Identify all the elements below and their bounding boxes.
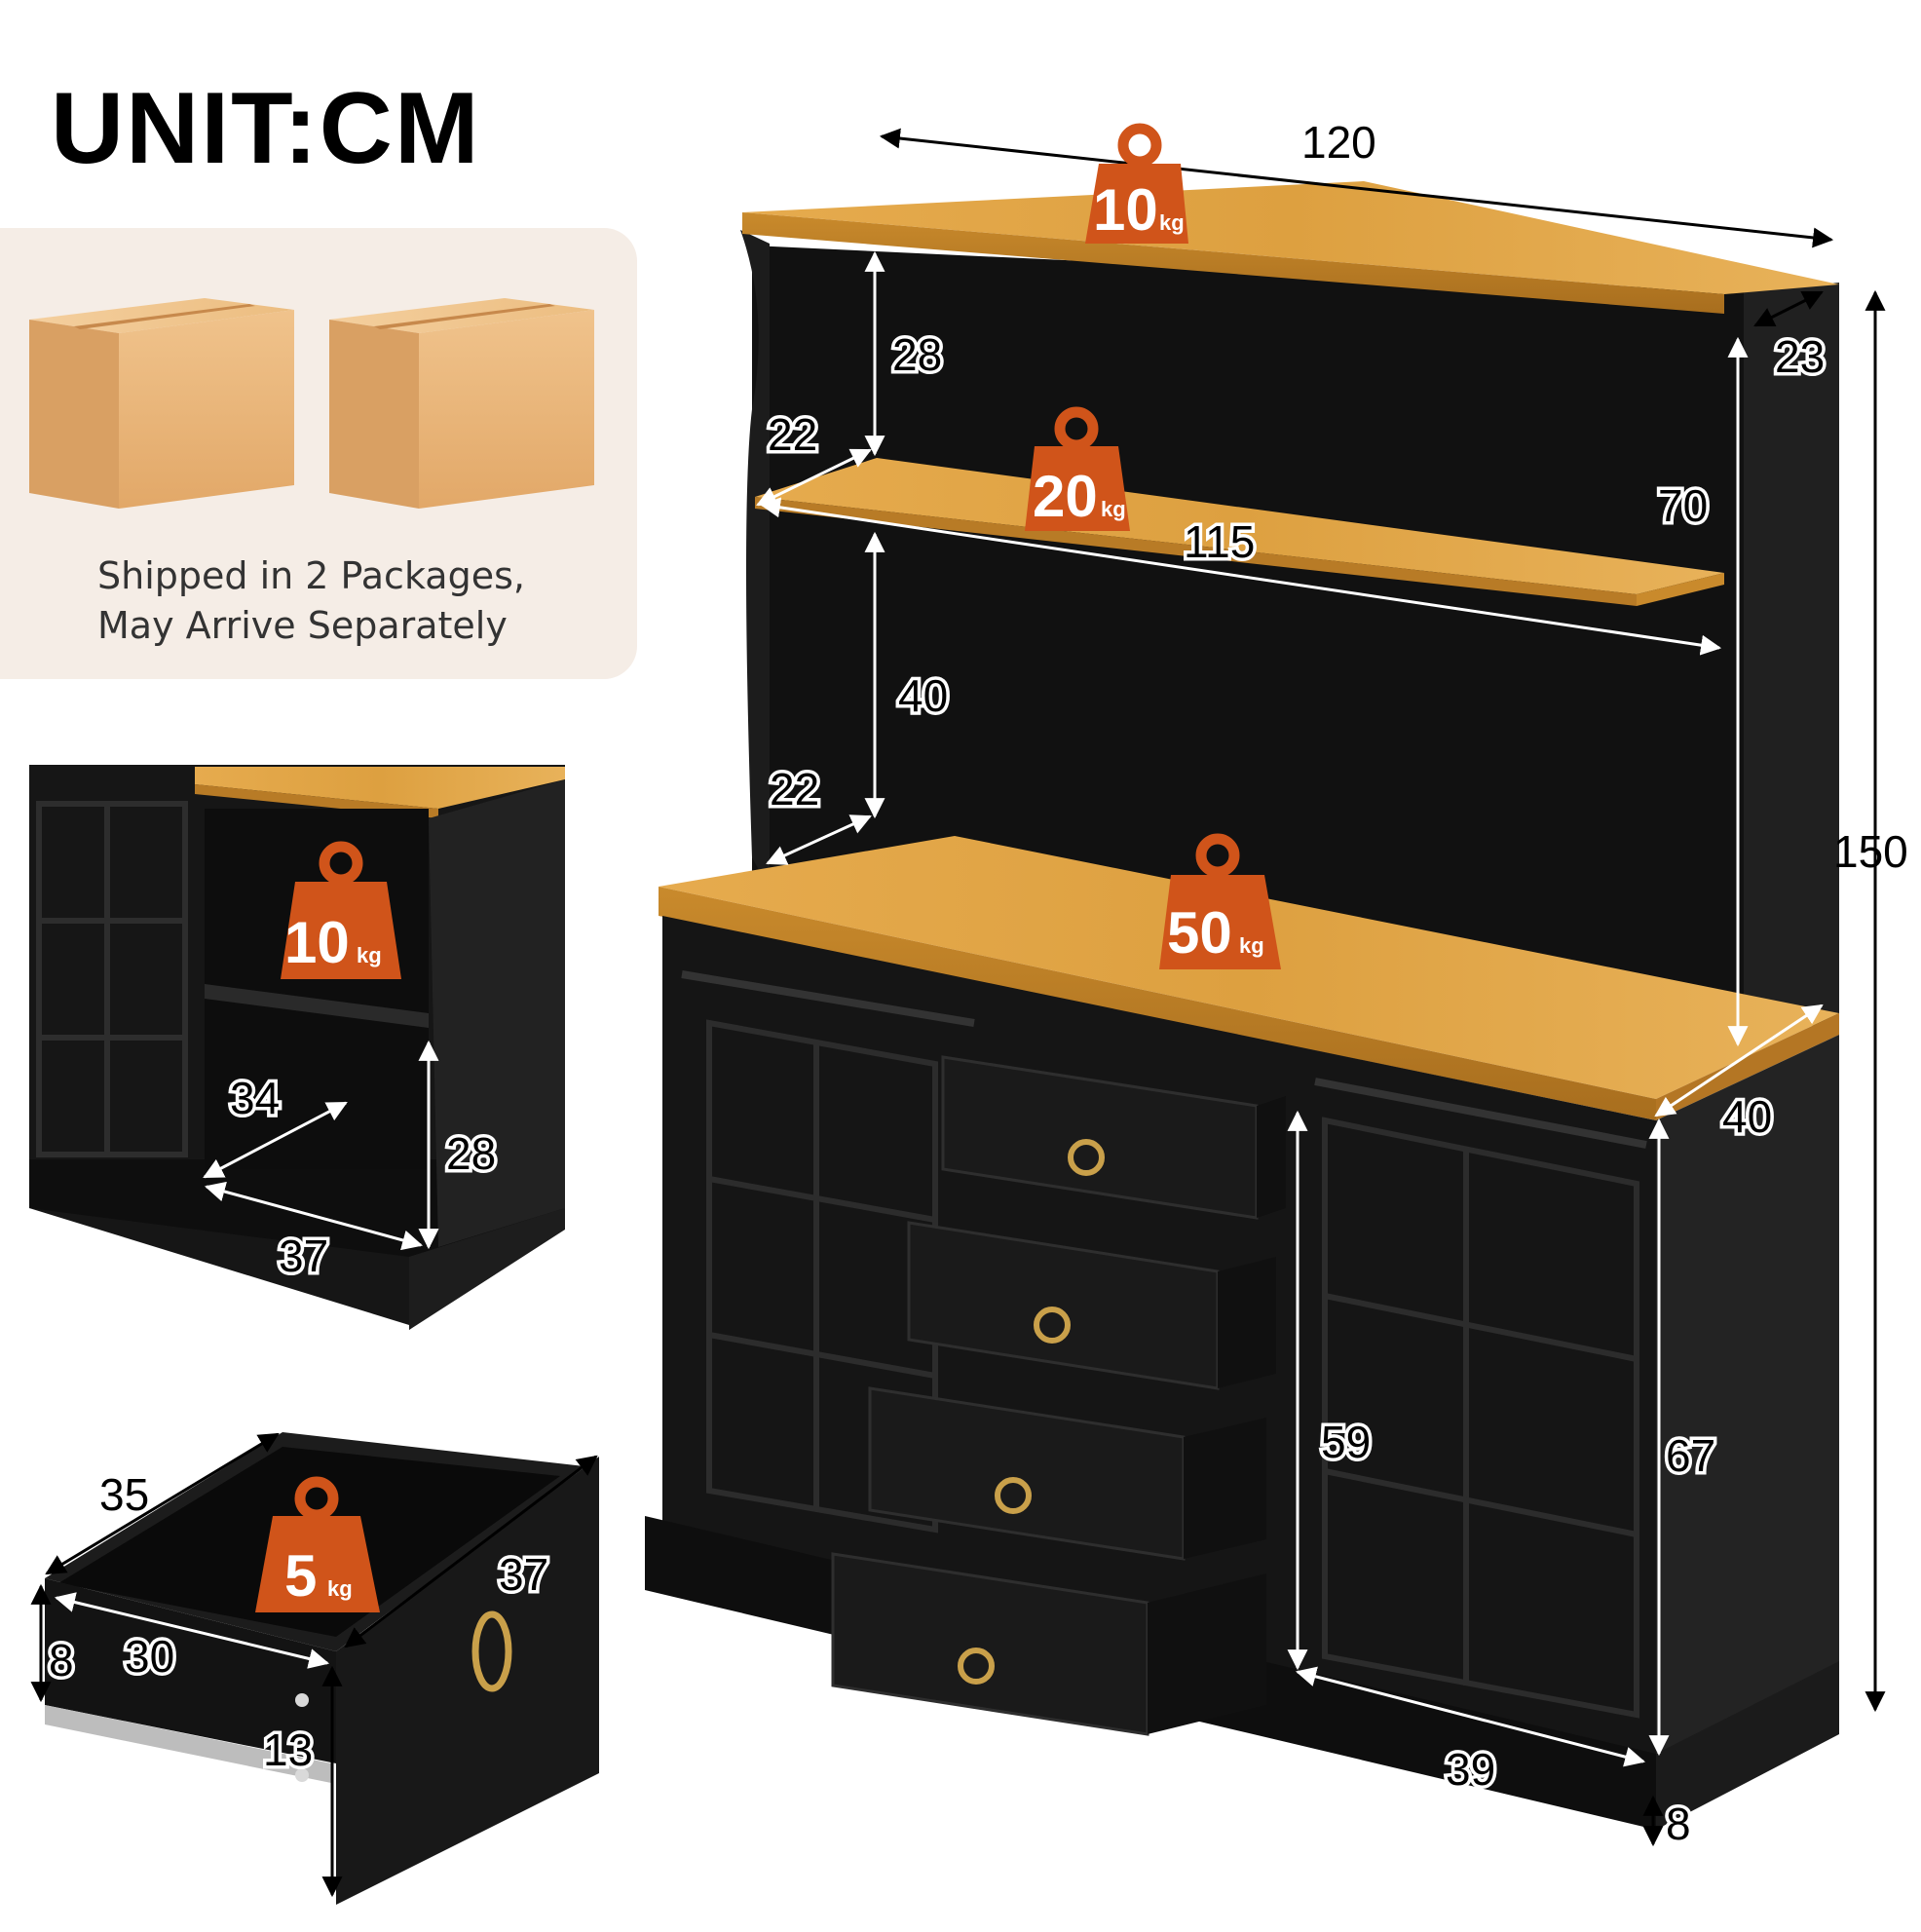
weight-cubby-unit: kg bbox=[357, 943, 382, 967]
weight-drawer-unit: kg bbox=[327, 1576, 353, 1601]
dim-base-height: 8 bbox=[1666, 1799, 1691, 1849]
weight-cubby-value: 10 bbox=[284, 910, 350, 975]
dim-inner-depth: 39 bbox=[1446, 1744, 1495, 1795]
package-box-2-icon bbox=[329, 298, 594, 509]
drawer-1 bbox=[941, 1055, 1286, 1220]
weight-top-value: 10 bbox=[1093, 177, 1158, 243]
dim-shelf-depth-upper: 22 bbox=[768, 409, 817, 460]
weight-badge-countertop-icon: 50 kg bbox=[1159, 833, 1281, 969]
weight-badge-middle-icon: 20 kg bbox=[1025, 406, 1130, 531]
dim-hutch-height: 70 bbox=[1658, 480, 1708, 531]
drawer-3 bbox=[868, 1386, 1266, 1561]
dim-cubby-width: 37 bbox=[279, 1231, 328, 1281]
weight-badge-drawer-icon: 5 kg bbox=[255, 1476, 380, 1612]
dim-drawer-height: 8 bbox=[49, 1635, 74, 1686]
weight-middle-value: 20 bbox=[1033, 464, 1098, 529]
packages-note: Shipped in 2 Packages, May Arrive Separa… bbox=[97, 551, 525, 651]
dim-shelf-depth-lower: 22 bbox=[770, 764, 819, 814]
dim-shelf-width: 115 bbox=[1184, 516, 1255, 567]
weight-badge-cubby-icon: 10 kg bbox=[281, 841, 401, 979]
drawer-2 bbox=[907, 1221, 1276, 1390]
weight-badge-top-icon: 10 kg bbox=[1085, 123, 1188, 244]
dim-cabinet-depth: 40 bbox=[1722, 1091, 1772, 1142]
weight-middle-unit: kg bbox=[1101, 497, 1126, 521]
dim-top-depth: 23 bbox=[1775, 331, 1825, 382]
dim-cubby-height: 28 bbox=[446, 1128, 496, 1179]
dim-inner-height: 59 bbox=[1321, 1417, 1371, 1467]
dim-cabinet-height: 67 bbox=[1666, 1430, 1715, 1481]
package-box-1-icon bbox=[29, 298, 294, 509]
dim-drawer-inner-width: 30 bbox=[125, 1631, 174, 1682]
dim-total-height: 150 bbox=[1833, 826, 1908, 877]
packages-note-line1: Shipped in 2 Packages, bbox=[97, 554, 525, 597]
weight-countertop-unit: kg bbox=[1239, 933, 1264, 958]
dim-drawer-depth: 37 bbox=[499, 1549, 548, 1600]
weight-countertop-value: 50 bbox=[1167, 900, 1232, 966]
weight-top-unit: kg bbox=[1159, 210, 1185, 235]
weight-drawer-value: 5 bbox=[284, 1543, 317, 1609]
packages-note-line2: May Arrive Separately bbox=[97, 604, 508, 647]
dim-total-width: 120 bbox=[1301, 117, 1376, 168]
drawer-4 bbox=[831, 1552, 1266, 1736]
dim-drawer-front-height: 13 bbox=[263, 1724, 313, 1775]
dim-upper-gap-top: 28 bbox=[892, 329, 942, 380]
dimension-arrows bbox=[30, 128, 1886, 1898]
dim-upper-gap-bottom: 40 bbox=[898, 670, 948, 721]
dim-drawer-width: 35 bbox=[99, 1469, 149, 1520]
unit-title: UNIT:CM bbox=[51, 72, 481, 185]
dim-cubby-depth: 34 bbox=[230, 1073, 280, 1123]
